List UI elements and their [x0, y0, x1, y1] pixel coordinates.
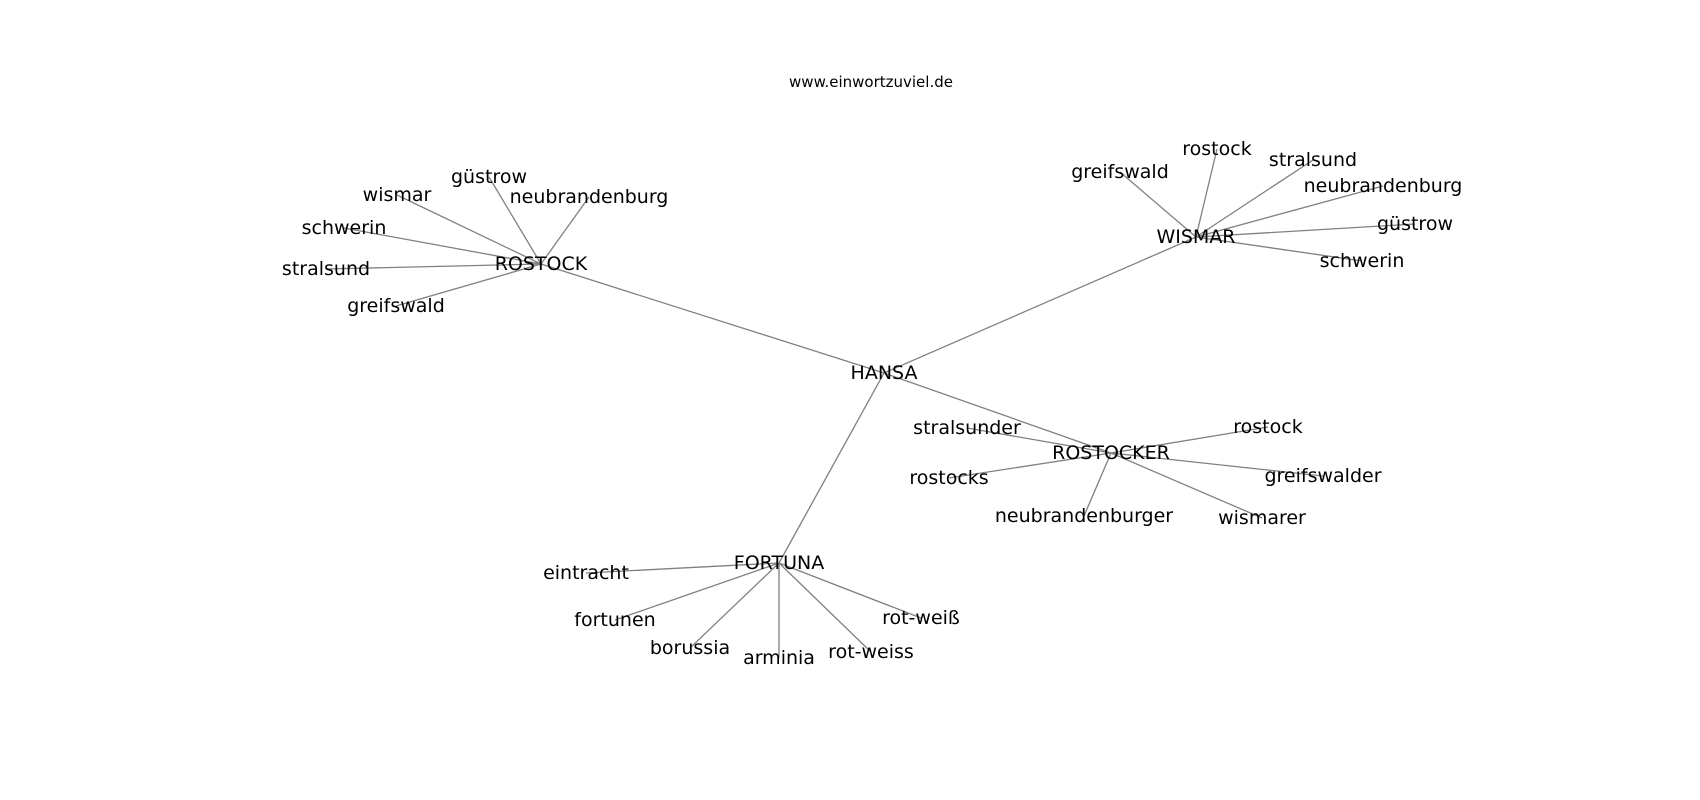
node-label-r-wismar: wismar [363, 184, 432, 206]
node-label-w-guestrow: güstrow [1377, 213, 1453, 235]
node-label-w-schwerin: schwerin [1320, 250, 1405, 272]
edge-rostock_hub-r_schwerin [343, 227, 542, 265]
edge-rostocker_hub-rk_rostock [1110, 426, 1269, 454]
hub-node-label-fortuna-hub: FORTUNA [734, 552, 824, 574]
edge-rostocker_hub-rk_greifswalder [1110, 452, 1324, 477]
node-label-rk-wismarer: wismarer [1218, 507, 1306, 529]
edge-wismar_hub-w_greifswald [1119, 171, 1197, 238]
node-label-f-eintracht: eintracht [543, 562, 629, 584]
edge-fortuna_hub-f_fortunen [614, 562, 780, 621]
edge-wismar_hub-w_neubrandenburg [1195, 185, 1384, 238]
edge-fortuna_hub-f_rotweiss_sz [778, 562, 922, 619]
node-label-r-greifswald: greifswald [347, 295, 445, 317]
edge-hansa-rostocker_hub [883, 372, 1112, 454]
node-label-w-rostock: rostock [1182, 138, 1251, 160]
hub-node-label-wismar-hub: WISMAR [1156, 226, 1235, 248]
node-label-rk-neubrandenburger: neubrandenburger [995, 505, 1173, 527]
node-label-f-borussia: borussia [650, 637, 730, 659]
edges-layer [325, 148, 1416, 658]
edge-wismar_hub-w_guestrow [1195, 223, 1416, 238]
node-label-f-arminia: arminia [743, 647, 815, 669]
node-label-r-stralsund: stralsund [282, 258, 370, 280]
node-label-r-neubrandenburg: neubrandenburg [510, 186, 669, 208]
node-label-rk-greifswalder: greifswalder [1264, 465, 1381, 487]
node-label-w-neubrandenburg: neubrandenburg [1304, 175, 1463, 197]
node-label-rk-rostocks: rostocks [909, 467, 988, 489]
edge-hansa-wismar_hub [883, 236, 1197, 374]
edge-fortuna_hub-f_rotweiss [778, 562, 872, 653]
node-label-f-rotweiss-sz: rot-weiß [882, 607, 960, 629]
edge-hansa-fortuna_hub [778, 372, 885, 564]
edge-hansa-rostock_hub [540, 263, 885, 374]
labels-layer: HANSA ROSTOCK WISMAR ROSTOCKER FORTUNA güstro… [282, 138, 1462, 669]
source-caption: www.einwortzuviel.de [789, 73, 953, 91]
edge-wismar_hub-w_rostock [1195, 148, 1218, 238]
edge-rostock_hub-r_wismar [396, 194, 542, 265]
node-label-f-rotweiss: rot-weiss [828, 641, 914, 663]
hub-node-label-hansa: HANSA [851, 362, 918, 384]
node-label-w-stralsund: stralsund [1269, 149, 1357, 171]
edge-rostock_hub-r_stralsund [325, 263, 542, 270]
hub-node-label-rostock-hub: ROSTOCK [495, 253, 588, 275]
node-label-r-guestrow: güstrow [451, 166, 527, 188]
edge-rostocker_hub-rk_stralsunder [966, 427, 1112, 454]
edge-wismar_hub-w_schwerin [1195, 236, 1363, 262]
node-label-r-schwerin: schwerin [302, 217, 387, 239]
node-label-w-greifswald: greifswald [1071, 161, 1169, 183]
edge-rostock_hub-r_guestrow [488, 176, 542, 265]
node-label-rk-rostock: rostock [1233, 416, 1302, 438]
node-label-rk-stralsunder: stralsunder [913, 417, 1021, 439]
edge-rostocker_hub-rk_rostocks [948, 452, 1112, 479]
hub-node-label-rostocker-hub: ROSTOCKER [1052, 442, 1170, 464]
edge-rostock_hub-r_neubrandenburg [540, 196, 590, 265]
edge-rostock_hub-r_greifswald [395, 263, 542, 307]
edge-fortuna_hub-f_borussia [689, 562, 780, 649]
edge-wismar_hub-w_stralsund [1195, 159, 1314, 238]
edge-rostocker_hub-rk_wismarer [1110, 452, 1263, 519]
edge-rostocker_hub-rk_neubrandenburger [1083, 452, 1112, 517]
node-label-f-fortunen: fortunen [574, 609, 655, 631]
edge-fortuna_hub-f_eintracht [585, 562, 780, 574]
